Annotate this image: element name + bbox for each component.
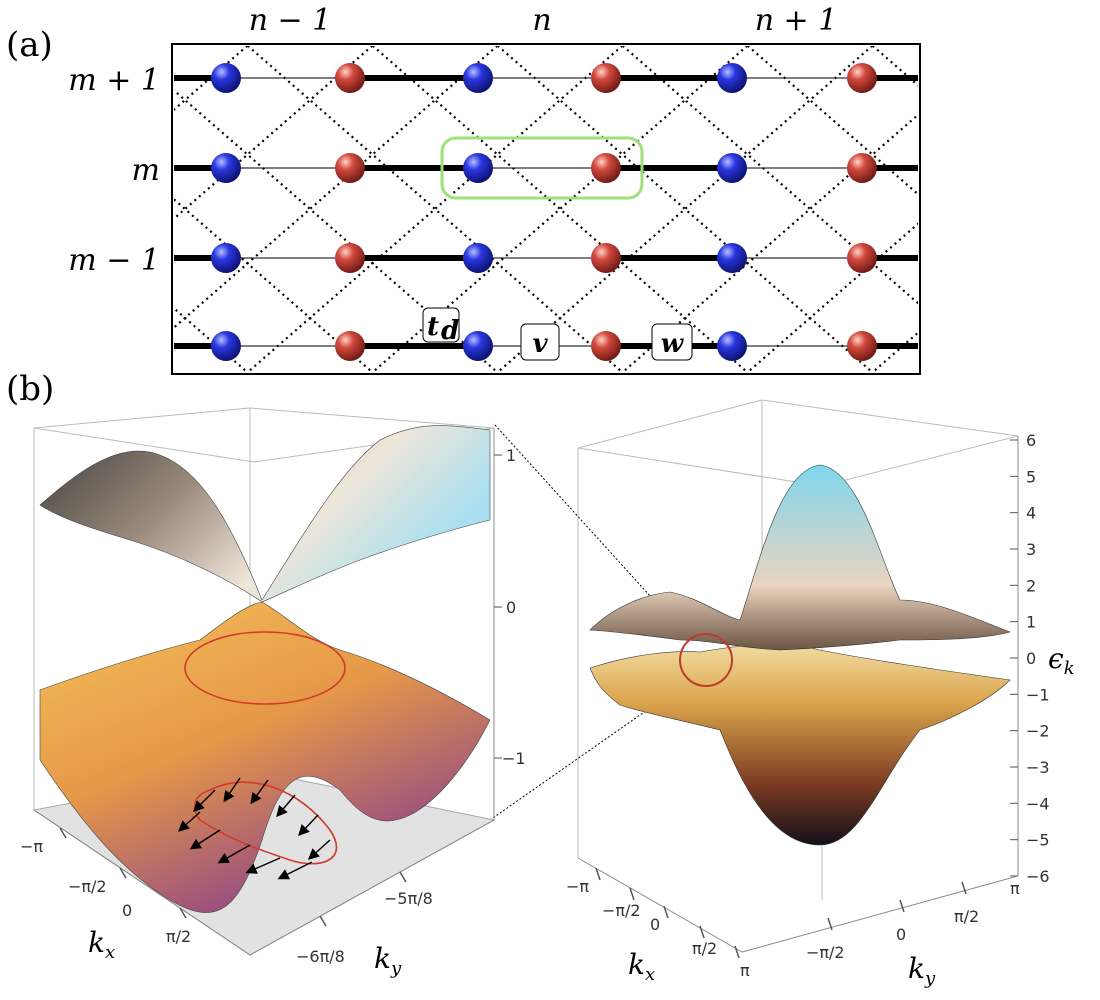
- panel-a-label: (a): [6, 25, 53, 65]
- left-z-tick-neg1: −1: [502, 749, 526, 768]
- lattice-row: [174, 331, 918, 361]
- right-band-plot: 6 5 4 3 2 1 0 −1 −2 −3 −4 −5 −6 ϵk −π −π/2 0 π/2 π k…: [566, 399, 1075, 989]
- right-z-tick: 5: [1026, 467, 1036, 486]
- lattice-row: [174, 63, 918, 93]
- site-b-red: [591, 331, 621, 361]
- left-kx-tick-neg-pi: −π: [20, 837, 43, 856]
- right-z-tick: −3: [1026, 758, 1050, 777]
- right-z-tick: 4: [1026, 504, 1036, 523]
- site-b-red: [847, 63, 877, 93]
- hopping-v-label: v: [520, 323, 560, 361]
- right-z-tick: 1: [1026, 613, 1036, 632]
- right-z-tick: 6: [1026, 431, 1036, 450]
- left-kx-axis-label: kx: [88, 926, 115, 963]
- right-kx-tick-pi-2: π/2: [692, 939, 717, 958]
- lattice-frame: [171, 43, 921, 375]
- left-kx-tick-0: 0: [122, 901, 132, 920]
- zoom-line-bottom: [489, 679, 691, 821]
- hopping-w-label: w: [651, 323, 693, 361]
- right-z-axis: 6 5 4 3 2 1 0 −1 −2 −3 −4 −5 −6: [1010, 431, 1050, 886]
- site-b-red: [335, 331, 365, 361]
- left-z-tick-0: 0: [506, 598, 516, 617]
- left-lower-band-surface: [39, 601, 491, 913]
- panel-a: (a) n − 1 n n + 1 m + 1 m m − 1 t d v w: [6, 3, 921, 375]
- site-a-blue: [211, 243, 241, 273]
- lattice-row: [174, 243, 918, 273]
- right-ky-tick-neg-pi-2: −π/2: [806, 943, 845, 962]
- lattice-row: [174, 153, 918, 183]
- unit-cell-highlight: [440, 136, 644, 200]
- right-z-tick: 0: [1026, 649, 1036, 668]
- svg-text:w: w: [661, 329, 685, 359]
- right-z-tick: −6: [1026, 867, 1050, 886]
- right-z-tick: −2: [1026, 722, 1050, 741]
- left-ky-tick-neg-5pi-8: −5π/8: [384, 889, 433, 908]
- left-band-plot: 1 0 −1 −π −π/2 0 π/2 kx −5π/8 −6π/8 k: [20, 407, 526, 979]
- right-z-tick: −1: [1026, 685, 1050, 704]
- right-kx-tick-neg-pi: −π: [566, 877, 589, 896]
- hopping-td-label: t d: [422, 307, 460, 346]
- site-a-blue: [463, 63, 493, 93]
- site-b-red: [591, 63, 621, 93]
- panel-b-label: (b): [6, 369, 54, 409]
- right-z-axis-label: ϵk: [1048, 642, 1075, 679]
- left-kx-tick-neg-pi-2: −π/2: [68, 877, 107, 896]
- svg-text:v: v: [532, 329, 548, 359]
- site-a-blue: [717, 331, 747, 361]
- right-ky-tick-0: 0: [896, 925, 906, 944]
- site-a-blue: [211, 63, 241, 93]
- left-contour-upper: [184, 631, 346, 705]
- site-b-red: [335, 153, 365, 183]
- row-label-m-minus-1: m − 1: [68, 243, 160, 278]
- site-b-red: [847, 243, 877, 273]
- site-b-red: [335, 243, 365, 273]
- right-kx-tick-pi: π: [740, 961, 750, 980]
- left-contour-floor: [194, 781, 338, 865]
- row-label-m-plus-1: m + 1: [68, 63, 160, 98]
- site-b-red: [335, 63, 365, 93]
- right-ky-axis-label: ky: [908, 952, 936, 989]
- right-z-tick: −4: [1026, 794, 1050, 813]
- site-a-blue: [717, 153, 747, 183]
- left-upper-band-surface: [39, 425, 491, 603]
- lattice: [174, 46, 918, 372]
- right-kx-tick-0: 0: [650, 915, 660, 934]
- site-a-blue: [717, 63, 747, 93]
- site-a-blue: [463, 153, 493, 183]
- row-label-m: m: [132, 153, 160, 188]
- site-b-red: [591, 243, 621, 273]
- right-z-tick: 2: [1026, 576, 1036, 595]
- site-b-red: [847, 153, 877, 183]
- svg-text:t: t: [427, 312, 439, 342]
- site-a-blue: [211, 153, 241, 183]
- left-z-tick-1: 1: [506, 446, 516, 465]
- left-ky-axis-label: ky: [374, 942, 402, 979]
- left-kx-tick-pi-2: π/2: [166, 927, 191, 946]
- spin-texture-arrows: [177, 777, 331, 880]
- col-label-n-minus-1: n − 1: [249, 3, 332, 38]
- right-kx-axis-label: kx: [628, 948, 655, 985]
- right-ky-tick-pi: π: [1010, 879, 1020, 898]
- right-upper-band-surface: [589, 464, 1011, 651]
- left-ky-tick-neg-6pi-8: −6π/8: [296, 947, 345, 966]
- right-ky-tick-pi-2: π/2: [954, 907, 979, 926]
- site-a-blue: [463, 331, 493, 361]
- col-label-n: n: [532, 3, 551, 38]
- right-lower-band-surface: [589, 644, 1011, 846]
- panel-b: (b): [6, 369, 1075, 989]
- right-kx-tick-neg-pi-2: −π/2: [602, 901, 641, 920]
- right-z-tick: 3: [1026, 540, 1036, 559]
- site-a-blue: [463, 243, 493, 273]
- site-b-red: [591, 153, 621, 183]
- svg-text:d: d: [441, 316, 459, 346]
- zoom-circle: [679, 633, 733, 687]
- right-z-tick: −5: [1026, 831, 1050, 850]
- site-a-blue: [211, 331, 241, 361]
- col-label-n-plus-1: n + 1: [755, 3, 838, 38]
- site-a-blue: [717, 243, 747, 273]
- site-b-red: [847, 331, 877, 361]
